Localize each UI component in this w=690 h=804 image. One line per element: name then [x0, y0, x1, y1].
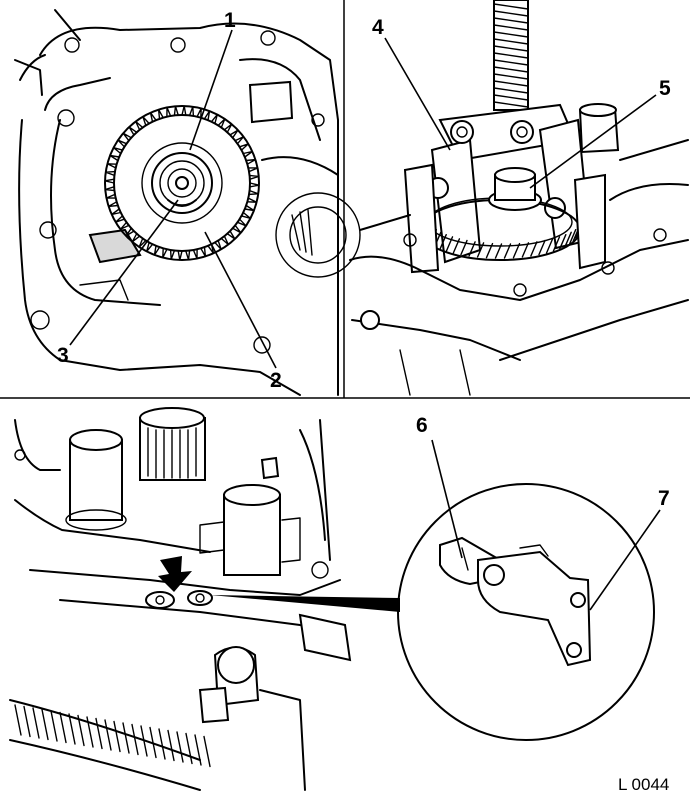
callout-4: 4 — [372, 16, 384, 39]
callout-2: 2 — [270, 369, 282, 392]
gear-teeth — [104, 105, 260, 261]
callout-5: 5 — [659, 77, 671, 100]
figure-reference-code: L 0044 — [618, 775, 669, 794]
panel-puller: 4 5 — [349, 0, 689, 396]
arrow-indicator — [158, 556, 192, 592]
callout-1: 1 — [224, 9, 236, 32]
callout-6: 6 — [416, 414, 428, 437]
panel-gear-housing: 1 2 3 — [14, 9, 361, 396]
panel-shift-parts: 6 7 — [9, 407, 670, 791]
callout-3: 3 — [57, 344, 69, 367]
callout-7: 7 — [658, 487, 670, 510]
